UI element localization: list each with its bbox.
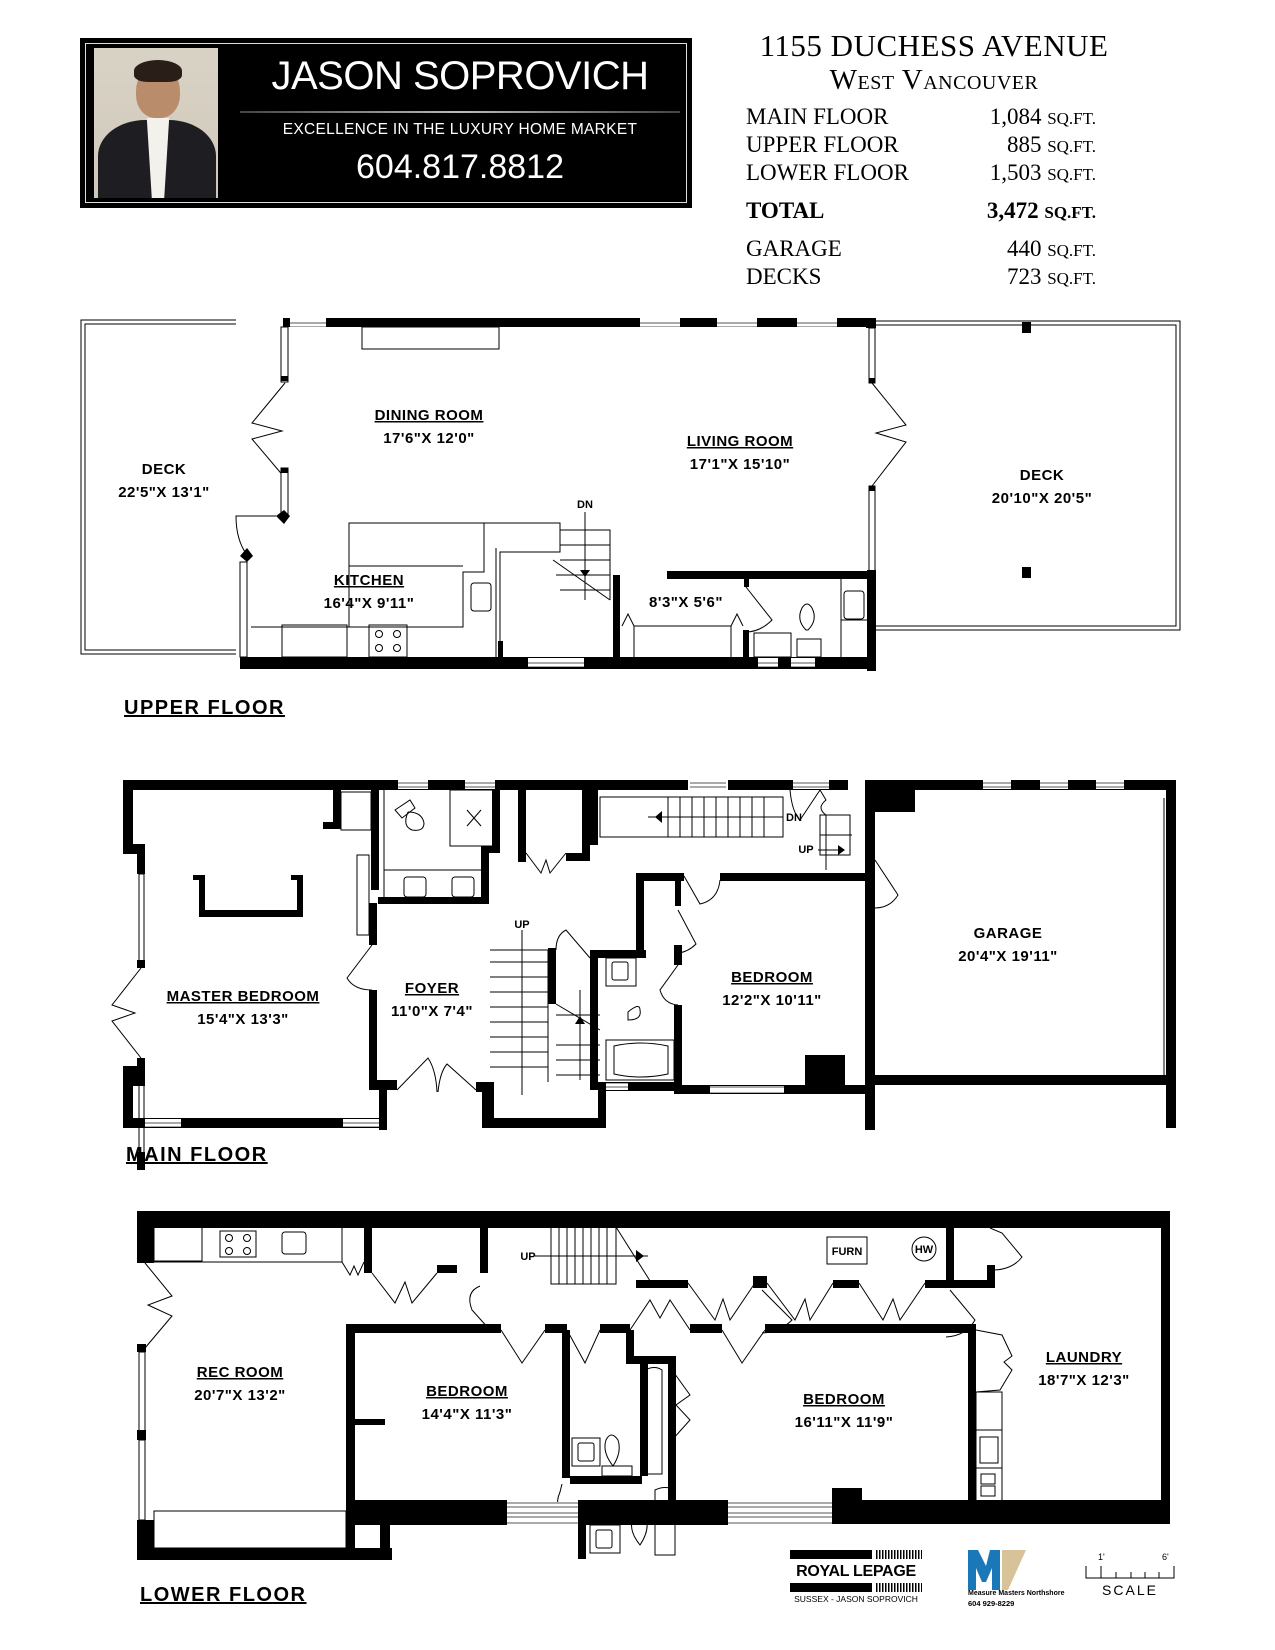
area-value: 885 SQ.FT.: [1006, 132, 1096, 157]
room-name-bedroom-2: BEDROOM: [803, 1391, 885, 1408]
property-address: 1155 DUCHESS AVENUE: [759, 28, 1109, 63]
measurer-phone: 604 929-8229: [968, 1599, 1015, 1608]
area-value: 3,472 SQ.FT.: [986, 198, 1096, 223]
room-dims: 15'4"X 13'3": [197, 1011, 289, 1028]
area-row-lower: LOWER FLOOR 1,503 SQ.FT.: [746, 160, 1096, 186]
area-value: 1,503 SQ.FT.: [989, 160, 1096, 185]
stair-up-label: UP: [514, 919, 529, 931]
stair-dn-label: DN: [786, 812, 802, 824]
room-dims: 16'4"X 9'11": [324, 595, 415, 612]
scale-label: SCALE: [1102, 1582, 1158, 1598]
measure-masters-icon: [968, 1550, 1026, 1590]
scale-start: 1': [1098, 1552, 1105, 1562]
agent-tagline: EXCELLENCE IN THE LUXURY HOME MARKET: [282, 121, 638, 138]
area-row-garage: GARAGE 440 SQ.FT.: [746, 236, 1096, 262]
room-dims: 17'6"X 12'0": [383, 430, 475, 447]
area-value: 440 SQ.FT.: [1006, 236, 1096, 261]
room-dims-small: 8'3"X 5'6": [649, 594, 723, 611]
area-label: MAIN FLOOR: [746, 104, 889, 129]
stair-dn-label: DN: [577, 499, 593, 511]
floor-label-lower: LOWER FLOOR: [140, 1584, 307, 1606]
logo-ticks: [876, 1550, 922, 1559]
upper-floor-plan: DN DECK 22'5"X 13'1" DINING ROOM 17'6"X …: [80, 318, 1181, 671]
brokerage-sub: SUSSEX - JASON SOPROVICH: [794, 1594, 918, 1604]
main-floor-plan: UP UP: [111, 780, 1176, 1170]
area-label: DECKS: [746, 264, 822, 289]
room-name-garage: GARAGE: [974, 925, 1043, 942]
room-dims: 20'10"X 20'5": [992, 490, 1092, 507]
floor-label-main: MAIN FLOOR: [126, 1144, 268, 1166]
room-dims: 14'4"X 11'3": [422, 1406, 513, 1423]
area-label: UPPER FLOOR: [746, 132, 899, 157]
room-name-dining: DINING ROOM: [375, 407, 484, 424]
brokerage-name: ROYAL LEPAGE: [796, 1563, 916, 1580]
room-name-deck-left: DECK: [142, 461, 187, 478]
agent-banner: JASON SOPROVICH EXCELLENCE IN THE LUXURY…: [80, 38, 692, 208]
room-dims: 16'11"X 11'9": [795, 1414, 894, 1431]
stair-up-label: UP: [520, 1251, 535, 1263]
royal-lepage-logo: ROYAL LEPAGE SUSSEX - JASON SOPROVICH: [790, 1550, 922, 1606]
agent-name: JASON SOPROVICH: [271, 54, 649, 98]
room-dims: 11'0"X 7'4": [391, 1003, 473, 1020]
banner-frame: [85, 43, 687, 203]
floor-label-upper: UPPER FLOOR: [124, 697, 285, 719]
agent-phone: 604.817.8812: [356, 148, 564, 186]
room-name-rec-room: REC ROOM: [197, 1364, 284, 1381]
room-dims: 17'1"X 15'10": [690, 456, 790, 473]
area-label: TOTAL: [746, 198, 825, 223]
room-name-master-bedroom: MASTER BEDROOM: [167, 988, 320, 1005]
room-dims: 20'4"X 19'11": [958, 948, 1058, 965]
room-name-foyer: FOYER: [405, 980, 459, 997]
agent-portrait-icon: [94, 48, 218, 198]
garage-step-up-label: UP: [798, 844, 813, 856]
furnace-label: FURN: [832, 1246, 863, 1258]
area-row-decks: DECKS 723 SQ.FT.: [746, 264, 1096, 290]
room-name-bedroom: BEDROOM: [731, 969, 813, 986]
area-row-total: TOTAL 3,472 SQ.FT.: [746, 198, 1096, 224]
logo-bar: [790, 1550, 872, 1559]
area-row-main: MAIN FLOOR 1,084 SQ.FT.: [746, 104, 1096, 130]
area-row-upper: UPPER FLOOR 885 SQ.FT.: [746, 132, 1096, 158]
room-dims: 20'7"X 13'2": [194, 1387, 286, 1404]
room-dims: 18'7"X 12'3": [1038, 1372, 1130, 1389]
hot-water-label: HW: [915, 1244, 934, 1256]
scale-ruler-icon: [1085, 1566, 1175, 1579]
scale-end: 6': [1162, 1552, 1169, 1562]
room-name-bedroom-1: BEDROOM: [426, 1383, 508, 1400]
area-label: GARAGE: [746, 236, 842, 261]
room-name-laundry: LAUNDRY: [1046, 1349, 1122, 1366]
measurer-name: Measure Masters Northshore: [968, 1590, 1065, 1597]
lower-floor-plan: UP FURN HW: [137, 1211, 1170, 1560]
room-dims: 22'5"X 13'1": [118, 484, 210, 501]
scale-bar: 1' 6' SCALE: [1084, 1552, 1176, 1598]
room-name-kitchen: KITCHEN: [334, 572, 404, 589]
room-dims: 12'2"X 10'11": [722, 992, 822, 1009]
measure-masters-logo: Measure Masters Northshore 604 929-8229: [968, 1550, 1064, 1610]
area-value: 723 SQ.FT.: [1006, 264, 1096, 289]
room-name-deck-right: DECK: [1020, 467, 1065, 484]
area-label: LOWER FLOOR: [746, 160, 909, 185]
logo-ticks: [876, 1583, 922, 1592]
property-city: West Vancouver: [829, 64, 1039, 96]
banner-divider: [240, 111, 680, 113]
logo-bar: [790, 1583, 872, 1592]
room-name-living: LIVING ROOM: [687, 433, 793, 450]
area-value: 1,084 SQ.FT.: [989, 104, 1096, 129]
